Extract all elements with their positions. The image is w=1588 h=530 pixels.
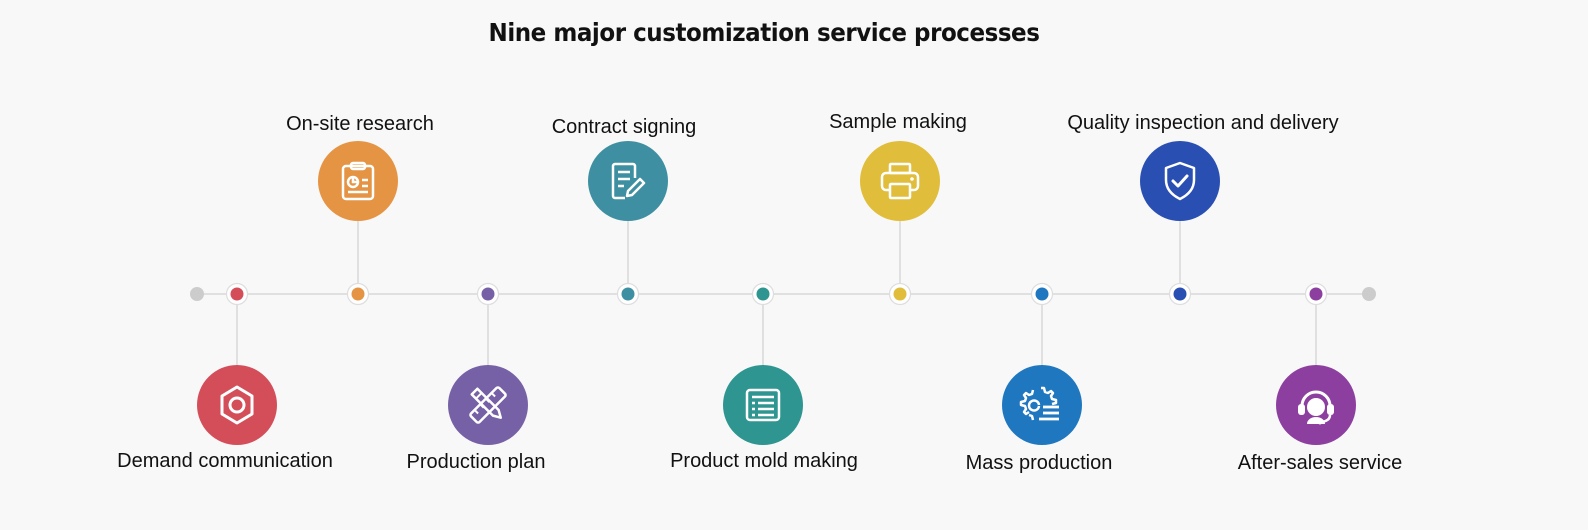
step-label: Quality inspection and delivery bbox=[1067, 112, 1339, 134]
gear-lines-icon bbox=[1019, 386, 1059, 421]
step-badge bbox=[1276, 365, 1356, 445]
pencil-ruler-icon bbox=[469, 386, 507, 424]
step-label: On-site research bbox=[286, 113, 434, 135]
timeline-node-dot bbox=[621, 287, 635, 301]
timeline-node bbox=[616, 282, 640, 306]
timeline-node bbox=[225, 282, 249, 306]
timeline-node-dot bbox=[756, 287, 770, 301]
step-label: Demand communication bbox=[117, 450, 333, 472]
timeline-node-dot bbox=[1035, 287, 1049, 301]
timeline-node bbox=[1304, 282, 1328, 306]
step-label: Mass production bbox=[965, 452, 1113, 474]
timeline-node bbox=[1168, 282, 1192, 306]
hexagon-nut-icon bbox=[220, 385, 254, 425]
step-label: After-sales service bbox=[1237, 452, 1403, 474]
timeline-node-dot bbox=[481, 287, 495, 301]
step-label: Sample making bbox=[829, 111, 967, 133]
timeline-end-dot bbox=[1362, 287, 1376, 301]
step-badge bbox=[1002, 365, 1082, 445]
timeline-node-dot bbox=[351, 287, 365, 301]
timeline-node bbox=[1030, 282, 1054, 306]
step-label: Product mold making bbox=[670, 450, 858, 472]
step-badge bbox=[860, 141, 940, 221]
step-label: Production plan bbox=[406, 451, 546, 473]
shield-check-icon bbox=[1164, 161, 1196, 201]
headset-agent-icon bbox=[1298, 390, 1334, 425]
page-title: Nine major customization service process… bbox=[488, 18, 1040, 47]
step-badge bbox=[197, 365, 277, 445]
timeline-node bbox=[888, 282, 912, 306]
printer-icon bbox=[880, 162, 920, 200]
timeline-node bbox=[476, 282, 500, 306]
timeline-node-dot bbox=[230, 287, 244, 301]
step-badge bbox=[723, 365, 803, 445]
clipboard-chart-icon bbox=[341, 161, 375, 201]
timeline-node-dot bbox=[893, 287, 907, 301]
timeline-node-dot bbox=[1173, 287, 1187, 301]
step-badge bbox=[588, 141, 668, 221]
timeline-node-dot bbox=[1309, 287, 1323, 301]
step-badge bbox=[318, 141, 398, 221]
step-label: Contract signing bbox=[551, 116, 697, 138]
step-badge bbox=[1140, 141, 1220, 221]
list-document-icon bbox=[745, 388, 781, 422]
timeline-start-dot bbox=[190, 287, 204, 301]
timeline-node bbox=[751, 282, 775, 306]
timeline-node bbox=[346, 282, 370, 306]
step-badge bbox=[448, 365, 528, 445]
document-edit-icon bbox=[611, 162, 646, 200]
